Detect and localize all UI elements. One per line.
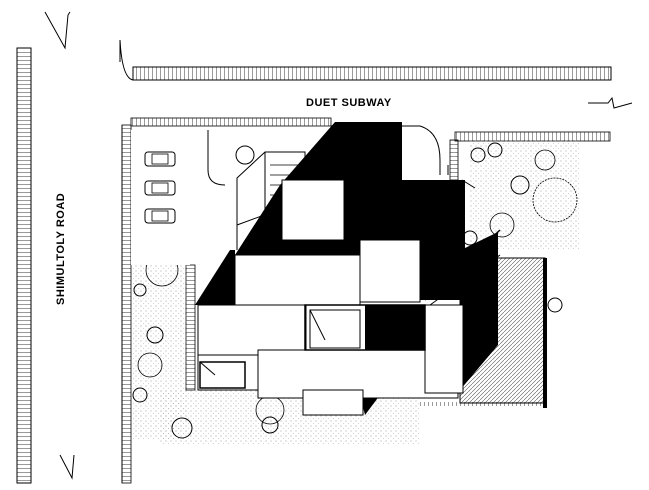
top-road: [119, 39, 633, 109]
car-3: [144, 208, 176, 224]
parked-cars: [144, 151, 176, 224]
top-road-label: DUET SUBWAY: [306, 97, 392, 109]
left-road-label: SHIMULTOLY ROAD: [55, 193, 67, 305]
building-massing: [195, 122, 501, 416]
car-2: [144, 180, 176, 196]
left-road: [16, 11, 75, 484]
car-1: [144, 151, 176, 167]
